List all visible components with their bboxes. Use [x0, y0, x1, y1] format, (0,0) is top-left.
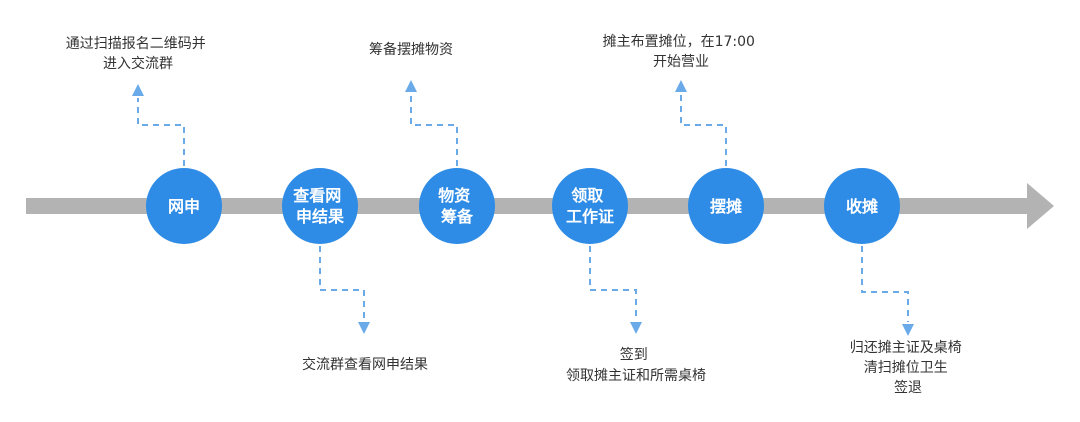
stage-setup-circle — [688, 168, 764, 244]
stage-permit-label-line2: 工作证 — [566, 207, 614, 226]
stage-permit-label-line1: 领取 — [571, 186, 603, 205]
stage-supplies-label-line1: 物资 — [438, 186, 470, 205]
connector-permit — [589, 246, 637, 320]
note-results-line1: 交流群查看网申结果 — [302, 356, 428, 373]
stage-supplies-circle — [419, 168, 495, 244]
connectors — [132, 80, 914, 336]
note-results: 交流群查看网申结果 — [302, 356, 428, 373]
connector-wangshen-arrowhead — [132, 84, 144, 96]
note-teardown-line3: 签退 — [894, 379, 922, 396]
timeline-bar — [26, 198, 1028, 214]
svg-text:收摊: 收摊 — [846, 197, 878, 216]
stage-supplies-label-line2: 筹备 — [441, 207, 474, 226]
stage-wangshen-label: 网申 — [168, 197, 200, 216]
stage-setup[interactable]: 摆摊 — [688, 168, 764, 244]
svg-text:物资 筹备: 物资 筹备 — [438, 186, 476, 226]
connector-wangshen — [137, 98, 185, 166]
stage-teardown-label: 收摊 — [846, 197, 878, 216]
stage-wangshen[interactable]: 网申 — [146, 168, 222, 244]
stage-supplies[interactable]: 物资 筹备 — [419, 168, 495, 244]
note-permit-line1: 签到 — [620, 346, 648, 363]
connector-permit-arrowhead — [630, 322, 642, 334]
stage-setup-label: 摆摊 — [710, 197, 742, 216]
connector-supplies — [410, 94, 458, 166]
stage-results-circle — [282, 168, 358, 244]
note-permit: 签到 领取摊主证和所需桌椅 — [566, 346, 706, 384]
stage-wangshen-circle — [146, 168, 222, 244]
note-setup-line1: 摊主布置摊位，在17:00 — [603, 34, 755, 50]
note-wangshen-line1: 通过扫描报名二维码并 — [66, 36, 206, 52]
svg-text:网申: 网申 — [168, 197, 200, 216]
connector-setup-arrowhead — [675, 80, 687, 92]
connector-teardown — [861, 246, 909, 322]
connector-teardown-arrowhead — [902, 324, 914, 336]
note-supplies-line1: 筹备摆摊物资 — [369, 41, 453, 58]
note-teardown-line1: 归还摊主证及桌椅 — [850, 339, 962, 356]
note-teardown: 归还摊主证及桌椅 清扫摊位卫生 签退 — [850, 339, 966, 396]
stage-permit-circle — [552, 168, 628, 244]
note-wangshen: 通过扫描报名二维码并 进入交流群 — [66, 36, 210, 72]
svg-text:摆摊: 摆摊 — [710, 197, 742, 216]
note-setup: 摊主布置摊位，在17:00 开始营业 — [603, 34, 760, 70]
stage-results-label-line1: 查看网 — [293, 186, 341, 205]
note-setup-line2: 开始营业 — [653, 54, 709, 70]
connector-supplies-arrowhead — [405, 80, 417, 92]
svg-text:查看网 申结果: 查看网 申结果 — [293, 186, 347, 226]
stage-teardown-circle — [824, 168, 900, 244]
note-supplies: 筹备摆摊物资 — [369, 41, 453, 58]
stage-results[interactable]: 查看网 申结果 — [282, 168, 358, 244]
stage-permit[interactable]: 领取 工作证 — [552, 168, 628, 244]
connector-results — [319, 246, 365, 320]
timeline-arrow-head — [1027, 183, 1054, 229]
stage-teardown[interactable]: 收摊 — [824, 168, 900, 244]
stage-results-label-line2: 申结果 — [296, 207, 344, 226]
note-permit-line2: 领取摊主证和所需桌椅 — [566, 368, 706, 384]
note-wangshen-line2: 进入交流群 — [103, 55, 173, 72]
note-teardown-line2: 清扫摊位卫生 — [864, 360, 948, 376]
svg-text:领取 工作证: 领取 工作证 — [566, 186, 614, 226]
connector-results-arrowhead — [358, 322, 370, 334]
connector-setup — [680, 94, 727, 166]
